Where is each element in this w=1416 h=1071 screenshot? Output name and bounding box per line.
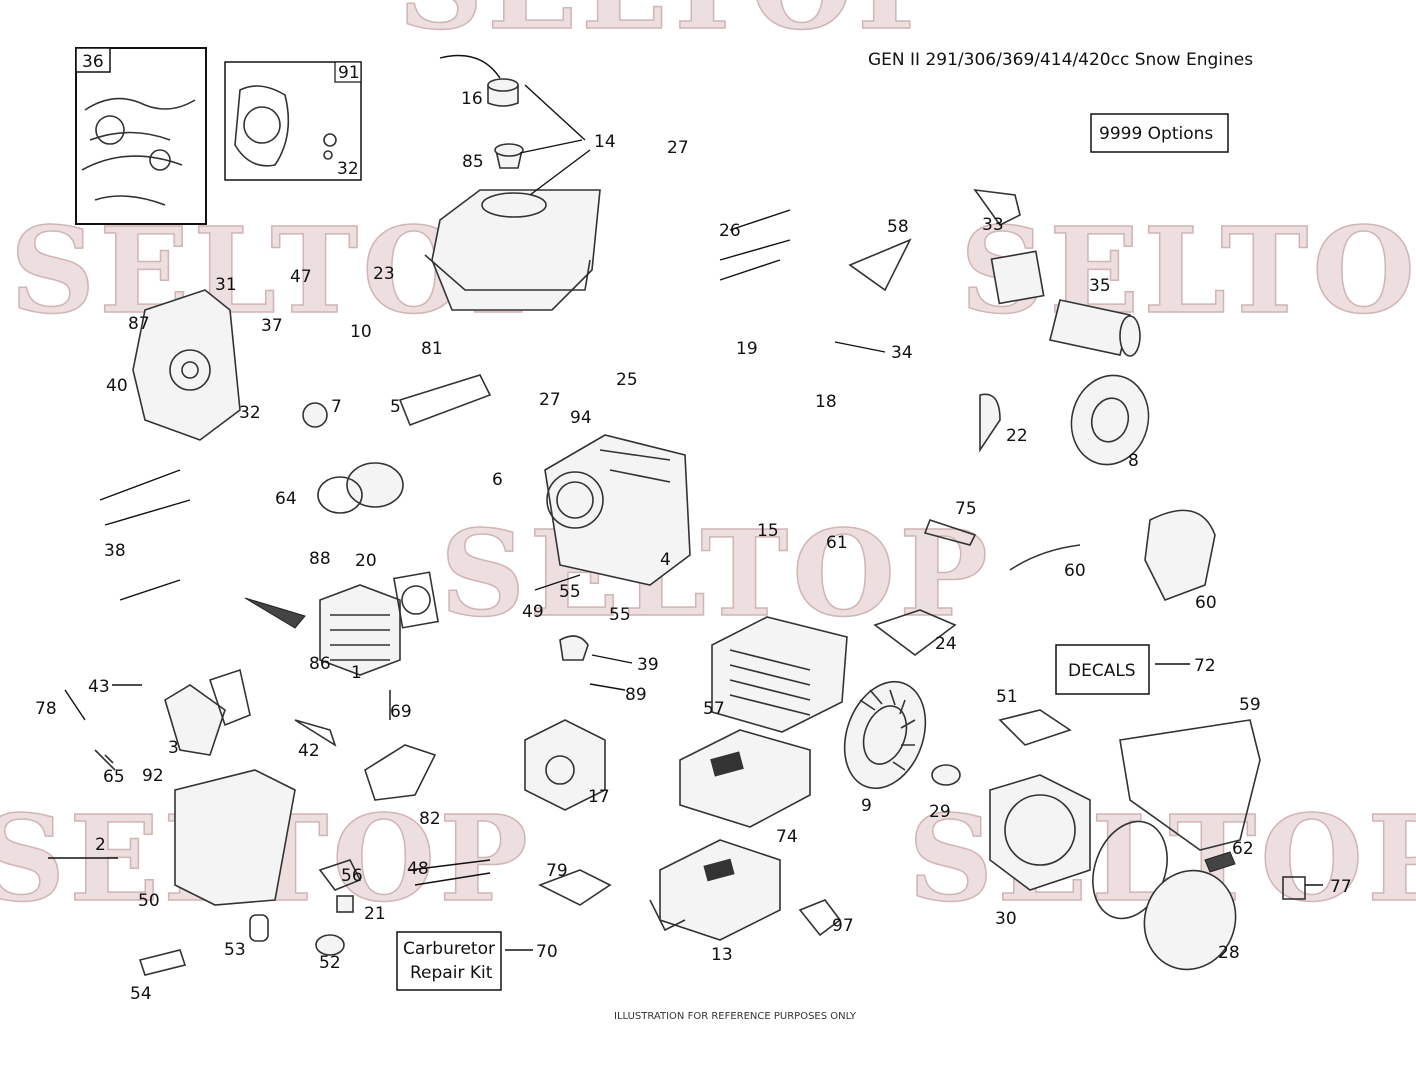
part-number: 43 <box>88 677 110 697</box>
reference-note: ILLUSTRATION FOR REFERENCE PURPOSES ONLY <box>614 1011 857 1022</box>
part-number: 85 <box>462 152 484 172</box>
part-number: 94 <box>570 408 592 428</box>
part-number: 82 <box>419 809 441 829</box>
part-number: 47 <box>290 267 312 287</box>
part-number: 15 <box>757 521 779 541</box>
part-number: 13 <box>711 945 733 965</box>
part-number: 70 <box>536 942 558 962</box>
part-number: 20 <box>355 551 377 571</box>
part-number: 16 <box>461 89 483 109</box>
decals-box: DECALS <box>1055 644 1150 695</box>
inset-gasket-kit: 91 32 <box>224 61 362 181</box>
part-number: 3 <box>168 738 179 758</box>
part-number: 7 <box>331 397 342 417</box>
part-number: 64 <box>275 489 297 509</box>
part-number: 2 <box>95 835 106 855</box>
inset-label-32: 32 <box>337 159 359 179</box>
part-number: 87 <box>128 314 150 334</box>
part-number: 72 <box>1194 656 1216 676</box>
part-number: 29 <box>929 802 951 822</box>
part-number: 27 <box>539 390 561 410</box>
part-number: 54 <box>130 984 152 1004</box>
part-number: 31 <box>215 275 237 295</box>
part-number: 79 <box>546 861 568 881</box>
carburetor-kit-box: Carburetor Repair Kit <box>396 931 502 991</box>
part-number: 55 <box>609 605 631 625</box>
part-number: 53 <box>224 940 246 960</box>
part-number: 39 <box>637 655 659 675</box>
part-number-labels: 16 14 85 27 26 58 33 35 31 47 23 87 37 1… <box>35 89 1352 1004</box>
part-number: 65 <box>103 767 125 787</box>
carb-kit-line1: Carburetor <box>403 939 495 959</box>
leader-arrows <box>48 84 1323 951</box>
part-number: 19 <box>736 339 758 359</box>
part-number: 58 <box>887 217 909 237</box>
part-number: 62 <box>1232 839 1254 859</box>
part-number: 55 <box>559 582 581 602</box>
part-number: 40 <box>106 376 128 396</box>
part-number: 89 <box>625 685 647 705</box>
part-number: 27 <box>667 138 689 158</box>
part-number: 14 <box>594 132 616 152</box>
part-number: 77 <box>1330 877 1352 897</box>
part-number: 50 <box>138 891 160 911</box>
inset-label-91: 91 <box>338 63 360 83</box>
part-number: 30 <box>995 909 1017 929</box>
options-box: 9999 Options <box>1090 113 1229 153</box>
part-number: 38 <box>104 541 126 561</box>
part-number: 97 <box>832 916 854 936</box>
part-number: 52 <box>319 953 341 973</box>
part-sketches <box>64 54 1306 976</box>
part-number: 59 <box>1239 695 1261 715</box>
part-number: 9 <box>861 796 872 816</box>
part-number: 22 <box>1006 426 1028 446</box>
part-number: 57 <box>703 699 725 719</box>
inset-gasket-set: 36 <box>75 47 207 225</box>
part-number: 75 <box>955 499 977 519</box>
part-number: 61 <box>826 533 848 553</box>
part-number: 69 <box>390 702 412 722</box>
part-number: 4 <box>660 550 671 570</box>
part-number: 48 <box>407 859 429 879</box>
part-number: 33 <box>982 215 1004 235</box>
part-number: 60 <box>1064 561 1086 581</box>
part-number: 37 <box>261 316 283 336</box>
part-number: 28 <box>1218 943 1240 963</box>
carb-kit-line2: Repair Kit <box>410 963 493 983</box>
diagram-title: GEN II 291/306/369/414/420cc Snow Engine… <box>868 50 1253 70</box>
part-number: 51 <box>996 687 1018 707</box>
part-number: 42 <box>298 741 320 761</box>
part-number: 34 <box>891 343 913 363</box>
watermark-center: SELTOP <box>440 504 992 643</box>
part-number: 86 <box>309 654 331 674</box>
part-number: 17 <box>588 787 610 807</box>
part-number: 24 <box>935 634 957 654</box>
part-number: 35 <box>1089 276 1111 296</box>
options-label: 9999 Options <box>1099 124 1213 144</box>
part-number: 81 <box>421 339 443 359</box>
part-number: 8 <box>1128 451 1139 471</box>
part-number: 1 <box>351 663 362 683</box>
part-number: 32 <box>239 403 261 423</box>
part-number: 26 <box>719 221 741 241</box>
decals-label: DECALS <box>1068 661 1136 681</box>
part-number: 74 <box>776 827 798 847</box>
inset-label-36: 36 <box>82 52 104 72</box>
part-number: 49 <box>522 602 544 622</box>
part-number: 23 <box>373 264 395 284</box>
part-number: 60 <box>1195 593 1217 613</box>
watermark-top: SELTOP <box>398 0 950 56</box>
part-number: 10 <box>350 322 372 342</box>
part-number: 92 <box>142 766 164 786</box>
part-number: 56 <box>341 866 363 886</box>
part-number: 5 <box>390 397 401 417</box>
part-number: 78 <box>35 699 57 719</box>
part-number: 25 <box>616 370 638 390</box>
part-number: 18 <box>815 392 837 412</box>
part-number: 21 <box>364 904 386 924</box>
part-number: 6 <box>492 470 503 490</box>
part-number: 88 <box>309 549 331 569</box>
